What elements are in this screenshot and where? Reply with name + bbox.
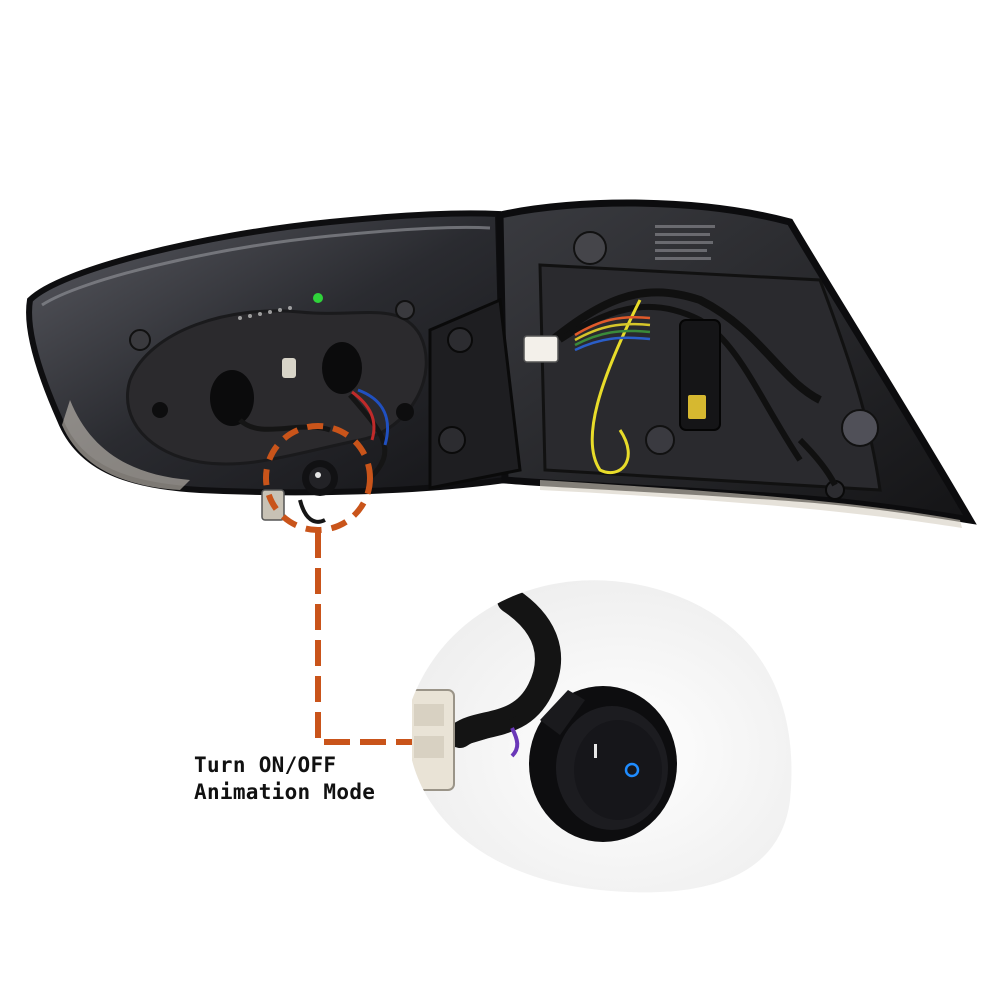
white-connector-plug [523,335,559,363]
green-indicator-led [313,293,323,303]
switch-closeup [412,580,792,893]
dashed-circle-icon [263,423,373,533]
animation-mode-caption: Turn ON/OFF Animation Mode [194,752,375,806]
rocker-switch-icon [302,460,338,496]
callout-leader-line [315,532,412,745]
callout [263,423,412,745]
caption-line-2: Animation Mode [194,780,376,804]
right-tail-lamp [428,199,977,528]
caption-line-1: Turn ON/OFF [194,753,337,777]
connector-plug-icon [412,689,455,791]
left-tail-lamp [26,210,509,524]
left-lamp-rim [41,225,491,307]
rocker-switch-closeup [529,686,677,842]
yellow-wire [590,299,642,475]
